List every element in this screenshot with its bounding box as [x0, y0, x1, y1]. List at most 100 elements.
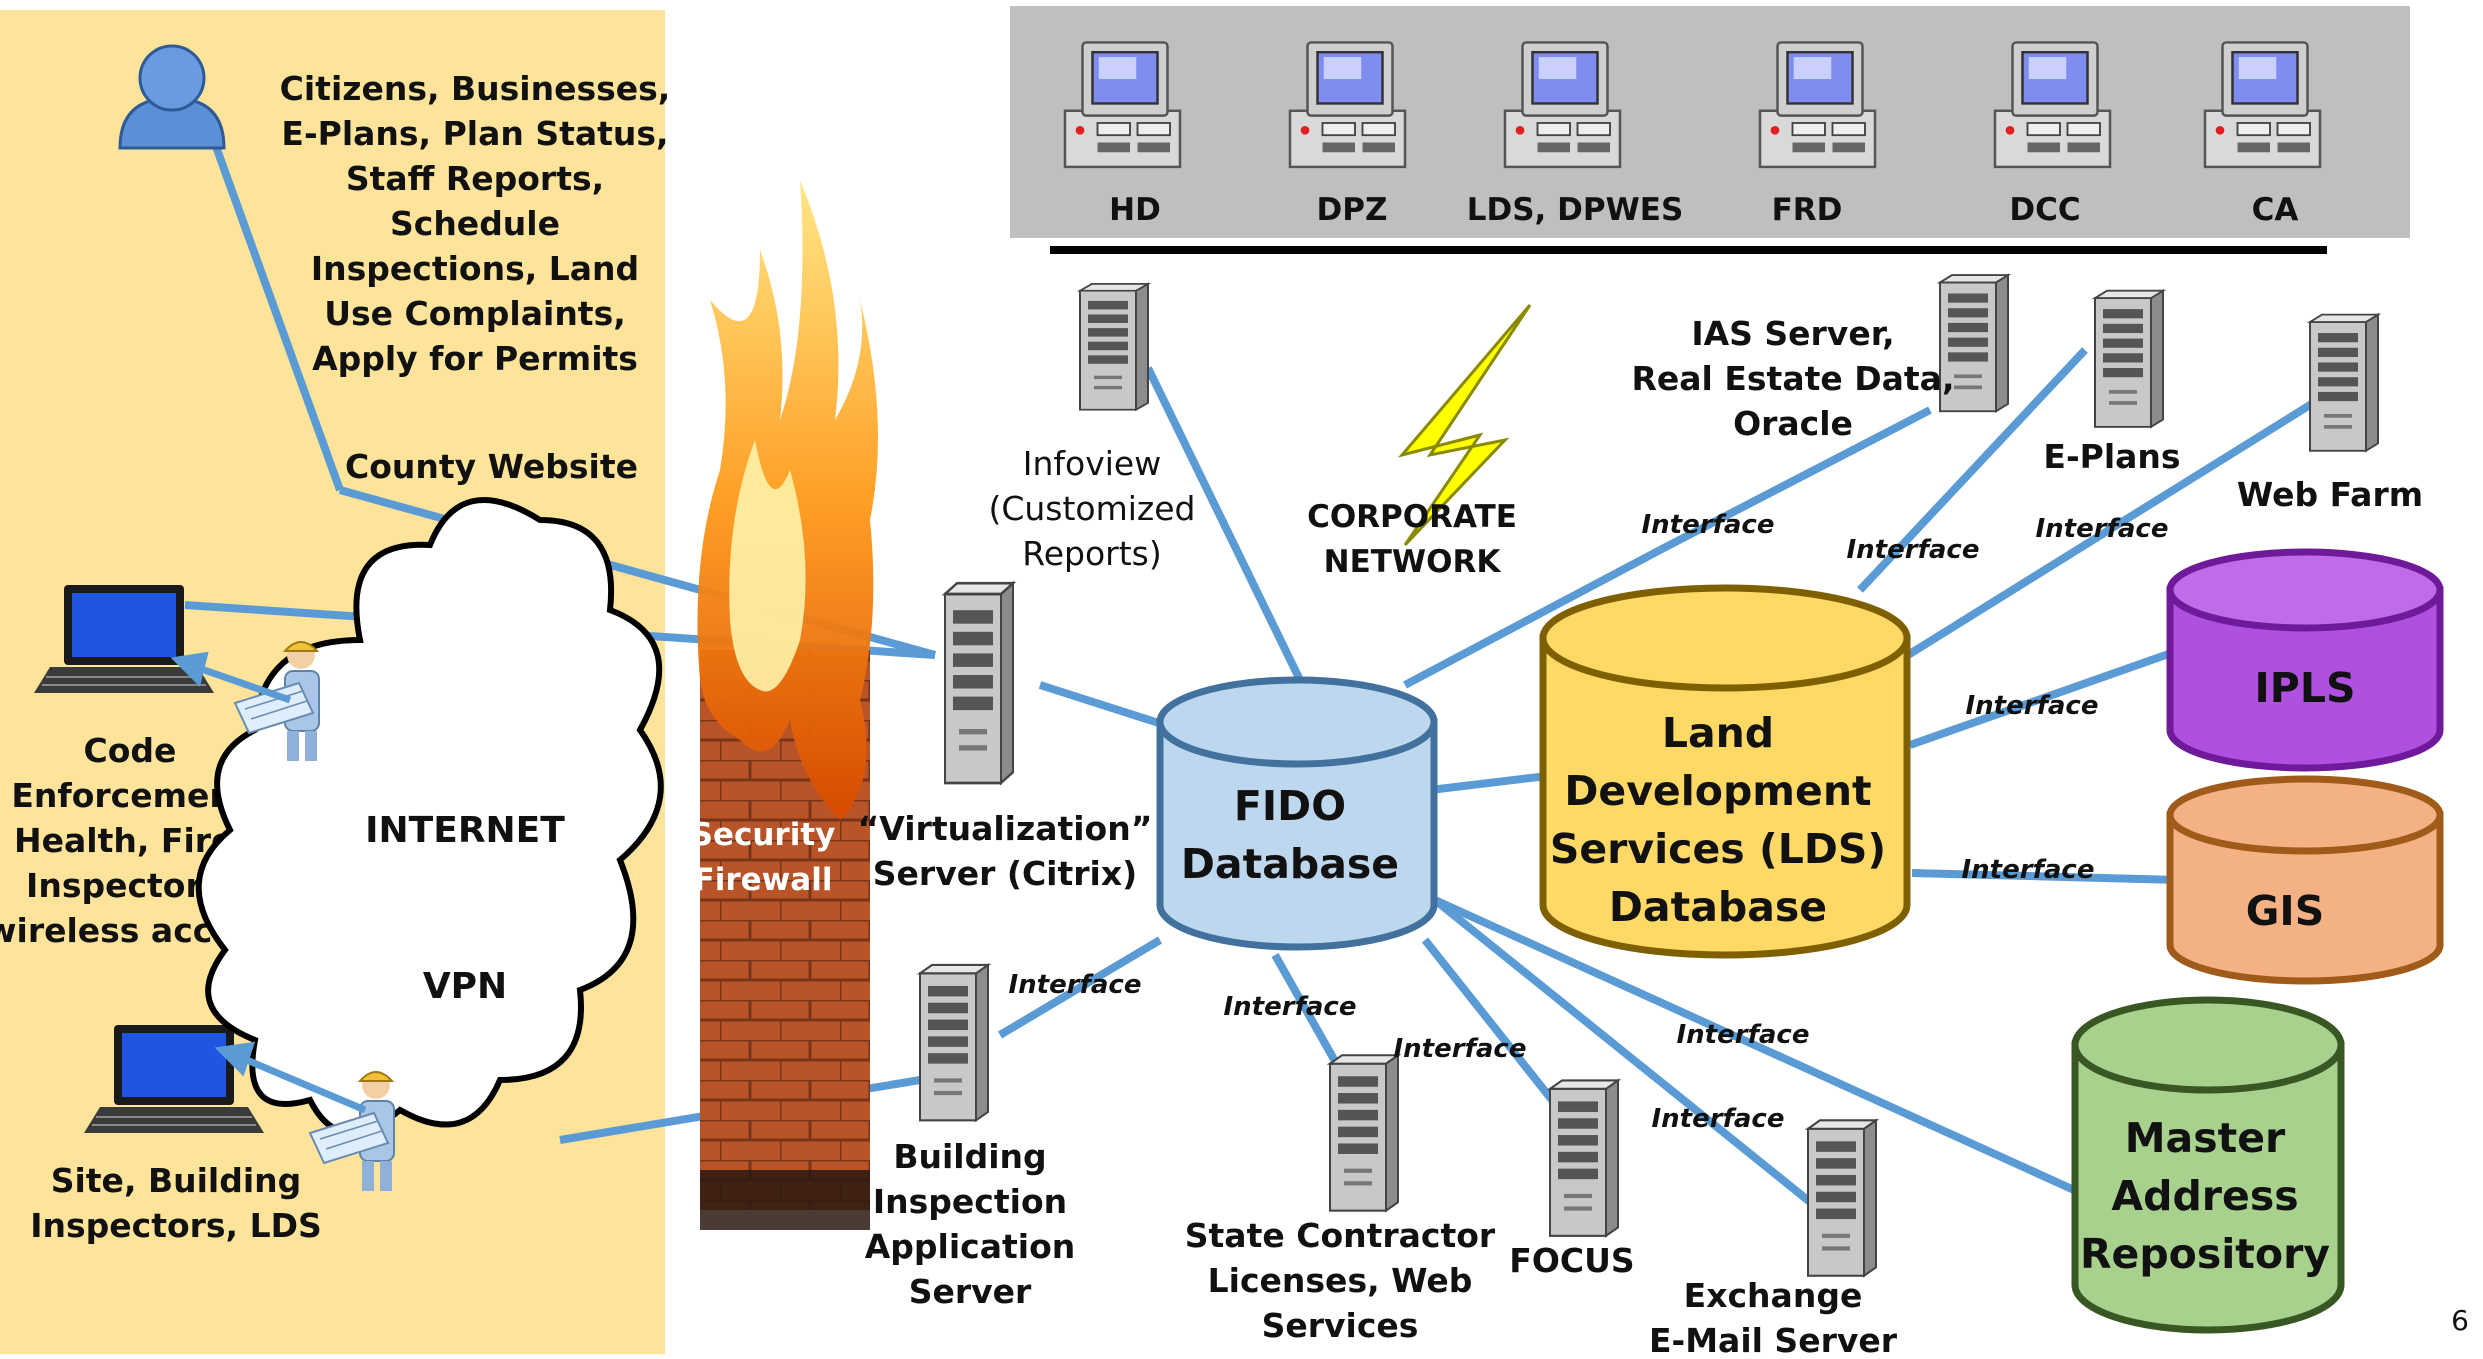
interface-label: Interface [1394, 1034, 1527, 1064]
state-contractor-line: Licenses, Web [1208, 1261, 1473, 1300]
master-address-line: Master [2125, 1114, 2286, 1162]
interface-label: Interface [1224, 992, 1357, 1022]
master-address-database [2071, 996, 2345, 1334]
citizens-caption: Citizens, Businesses, E-Plans, Plan Statu… [280, 69, 671, 378]
citizens-caption-line: Staff Reports, [346, 159, 604, 198]
building-inspection-line: Inspection [873, 1182, 1067, 1221]
lightning-bolt-icon [1397, 304, 1532, 547]
ipls-database-label: IPLS [2255, 664, 2356, 712]
firewall-line: Security [691, 817, 836, 853]
citizens-caption-line: E-Plans, Plan Status, [281, 114, 668, 153]
fido-line: FIDO [1234, 782, 1346, 830]
workstation-icon [1288, 41, 1407, 169]
focus-server-icon [1548, 1079, 1620, 1237]
workstation-icon [1758, 41, 1877, 169]
exchange-line: Exchange [1684, 1276, 1863, 1315]
building-inspection-line: Building [893, 1137, 1046, 1176]
exchange-line: E-Mail Server [1649, 1321, 1898, 1354]
corporate-network-line: NETWORK [1324, 544, 1502, 580]
interface-label: Interface [2036, 514, 2169, 544]
ias-label: IAS Server, Real Estate Data, Oracle [1632, 314, 1955, 443]
security-firewall [697, 180, 878, 1230]
virtualization-line: “Virtualization” [858, 809, 1153, 848]
code-enforcement-line: Enforcement [11, 776, 249, 815]
ias-line: Oracle [1733, 404, 1853, 443]
fido-database [1156, 676, 1438, 951]
interface-label: Interface [1677, 1020, 1810, 1050]
workstations: HD DPZ LDS, DPWES FRD DCC CA [1063, 41, 2322, 228]
workstation-icon [2203, 41, 2322, 169]
infoview-line: Infoview [1023, 444, 1161, 483]
lds-line: Services (LDS) [1550, 825, 1886, 873]
workstation-bar [1010, 6, 2410, 238]
eplans-server-icon [2094, 289, 2164, 428]
workstation-label: DCC [2009, 192, 2080, 228]
lds-line: Land [1662, 709, 1774, 757]
cloud-arrows [170, 651, 367, 1114]
workstation-icon [1063, 41, 1182, 169]
webfarm-label: Web Farm [2237, 475, 2423, 514]
state-contractor-line: Services [1262, 1306, 1419, 1345]
interface-label: Interface [1847, 535, 1980, 565]
virtualization-server-icon [943, 581, 1015, 785]
state-contractor-line: State Contractor [1185, 1216, 1496, 1255]
workstation-label: HD [1109, 192, 1161, 228]
fido-database-label: FIDO Database [1181, 782, 1399, 888]
workstation-label: LDS, DPWES [1467, 192, 1684, 228]
citizens-caption-line: Citizens, Businesses, [280, 69, 671, 108]
interface-label: Interface [1652, 1104, 1785, 1134]
building-inspection-line: Server [909, 1272, 1032, 1311]
building-inspection-server-icon [918, 963, 990, 1122]
workstation-icon [1503, 41, 1622, 169]
interface-labels: InterfaceInterfaceInterfaceInterfaceInte… [1009, 510, 2169, 1134]
gis-database [2166, 775, 2444, 985]
workstation-label: DPZ [1317, 192, 1388, 228]
site-building-line: Inspectors, LDS [30, 1206, 322, 1245]
lds-database [1539, 584, 1911, 959]
focus-label: FOCUS [1509, 1241, 1634, 1280]
citizens-caption-line: Apply for Permits [312, 339, 638, 378]
eplans-label: E-Plans [2043, 437, 2180, 476]
webfarm-server-icon [2309, 313, 2379, 452]
infoview-line: Reports) [1022, 534, 1161, 573]
workstation-icon [1993, 41, 2112, 169]
user-icon [118, 44, 226, 150]
citizens-caption-line: Schedule [390, 204, 560, 243]
workstation-label: CA [2252, 192, 2299, 228]
building-inspection-line: Application [865, 1227, 1076, 1266]
corporate-network-label: CORPORATE NETWORK [1307, 499, 1517, 580]
master-address-line: Address [2111, 1172, 2298, 1220]
fido-line: Database [1181, 840, 1399, 888]
master-address-line: Repository [2080, 1230, 2330, 1278]
ias-line: Real Estate Data, [1632, 359, 1955, 398]
workstation-label: FRD [1772, 192, 1843, 228]
internet-label: INTERNET [365, 810, 565, 851]
virtualization-line: Server (Citrix) [873, 854, 1137, 893]
citizens-caption-line: Inspections, Land [311, 249, 639, 288]
firewall-line: Firewall [694, 862, 833, 898]
page-number: 6 [2451, 1304, 2469, 1337]
ias-line: IAS Server, [1691, 314, 1894, 353]
infoview-line: (Customized [988, 489, 1195, 528]
lds-line: Database [1609, 883, 1827, 931]
interface-label: Interface [1009, 970, 1142, 1000]
ipls-database [2166, 548, 2444, 772]
exchange-server-icon [1806, 1119, 1878, 1277]
vpn-label: VPN [423, 966, 507, 1007]
corporate-network-line: CORPORATE [1307, 499, 1517, 535]
citizens-caption-line: Use Complaints, [324, 294, 626, 333]
lds-line: Development [1564, 767, 1871, 815]
county-website-label: County Website [345, 447, 638, 486]
state-contractor-server-icon [1328, 1054, 1400, 1212]
interface-label: Interface [1642, 510, 1775, 540]
code-enforcement-line: Code [84, 731, 177, 770]
